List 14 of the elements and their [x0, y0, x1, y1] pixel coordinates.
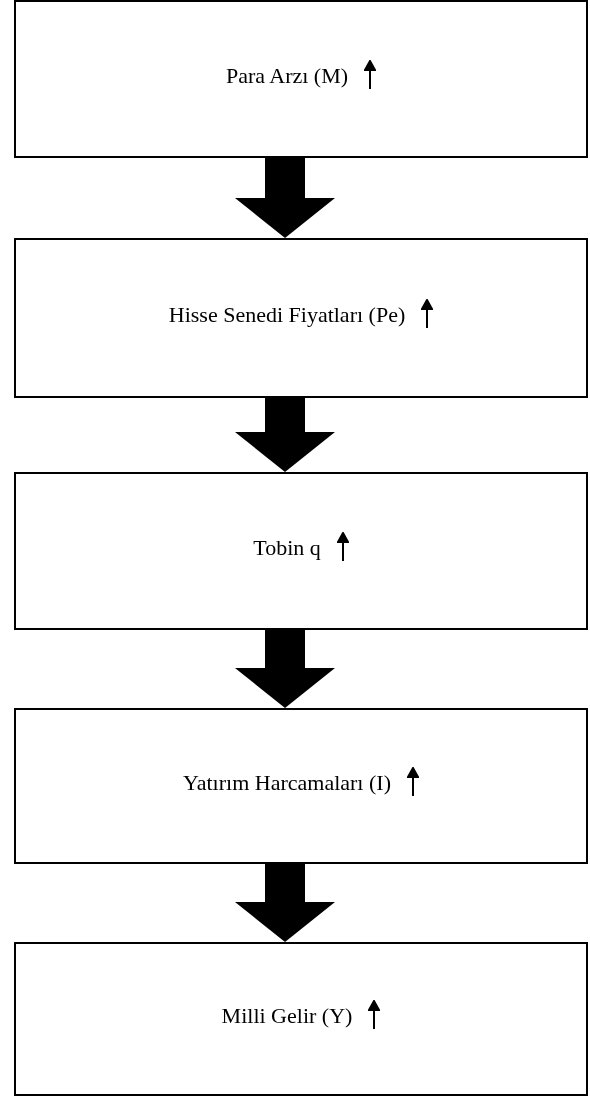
box-label: Hisse Senedi Fiyatları (Pe)	[168, 300, 406, 329]
block-arrow	[235, 158, 335, 238]
process-box	[14, 708, 588, 864]
box-label: Yatırım Harcamaları (I)	[183, 768, 391, 797]
block-arrow	[235, 864, 335, 942]
box-label: Tobin q	[253, 533, 321, 562]
process-box	[14, 942, 588, 1096]
block-arrow	[235, 398, 335, 472]
process-box	[14, 0, 588, 158]
box-label: Para Arzı (M)	[225, 61, 349, 90]
process-box	[14, 472, 588, 630]
process-box	[14, 238, 588, 398]
box-label: Milli Gelir (Y)	[221, 1001, 353, 1030]
block-arrow	[235, 630, 335, 708]
